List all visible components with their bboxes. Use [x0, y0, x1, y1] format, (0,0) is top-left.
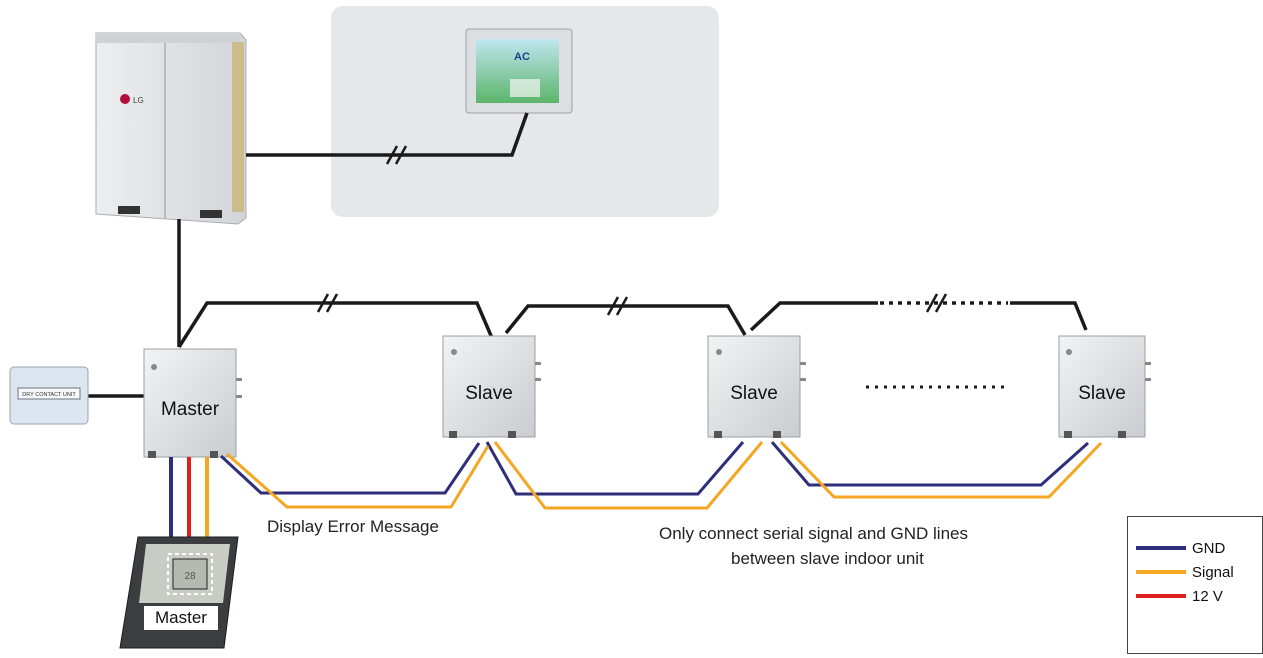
display-error-caption: Display Error Message: [267, 517, 439, 536]
slave-unit-label-2: Slave: [730, 383, 778, 404]
slave-indoor-unit-2: [707, 335, 806, 438]
slave-unit-label-1: Slave: [465, 383, 513, 404]
signal-lines: [226, 440, 1103, 510]
remote-controller-label: Master: [144, 606, 218, 630]
controller-screen-label: AC: [514, 51, 530, 63]
legend-label-signal: Signal: [1192, 563, 1234, 581]
legend-swatch-signal: [1136, 570, 1186, 574]
remote-controller: 28: [119, 536, 239, 649]
slave-indoor-unit-3: [1058, 335, 1151, 438]
legend-item-12v: 12 V: [1136, 586, 1223, 606]
wire-legend: GND Signal 12 V: [1127, 516, 1263, 654]
serial-note-line-2: between slave indoor unit: [731, 549, 924, 568]
serial-note-line-1: Only connect serial signal and GND lines: [659, 524, 968, 543]
master-unit-label: Master: [160, 399, 220, 420]
remote-controller-wiring: [169, 457, 209, 538]
communication-lines: [88, 112, 1088, 398]
legend-label-gnd: GND: [1192, 539, 1226, 557]
dry-contact-unit: [9, 366, 89, 425]
legend-item-signal: Signal: [1136, 562, 1234, 582]
dry-contact-unit-label: DRY CONTACT UNIT: [22, 392, 76, 398]
outdoor-brand-label: LG: [133, 96, 144, 105]
legend-swatch-12v: [1136, 594, 1186, 598]
central-controller-device: [465, 28, 573, 114]
legend-item-gnd: GND: [1136, 538, 1225, 558]
slave-indoor-unit-1: [442, 335, 541, 438]
legend-swatch-gnd: [1136, 546, 1186, 550]
long-wire-break-marks: [316, 145, 948, 316]
gnd-lines: [219, 441, 1089, 496]
legend-label-12v: 12 V: [1192, 587, 1223, 605]
svg-text:28: 28: [184, 571, 196, 582]
outdoor-unit: [95, 32, 247, 225]
slave-unit-label-3: Slave: [1078, 383, 1126, 404]
master-indoor-unit: [143, 348, 242, 458]
